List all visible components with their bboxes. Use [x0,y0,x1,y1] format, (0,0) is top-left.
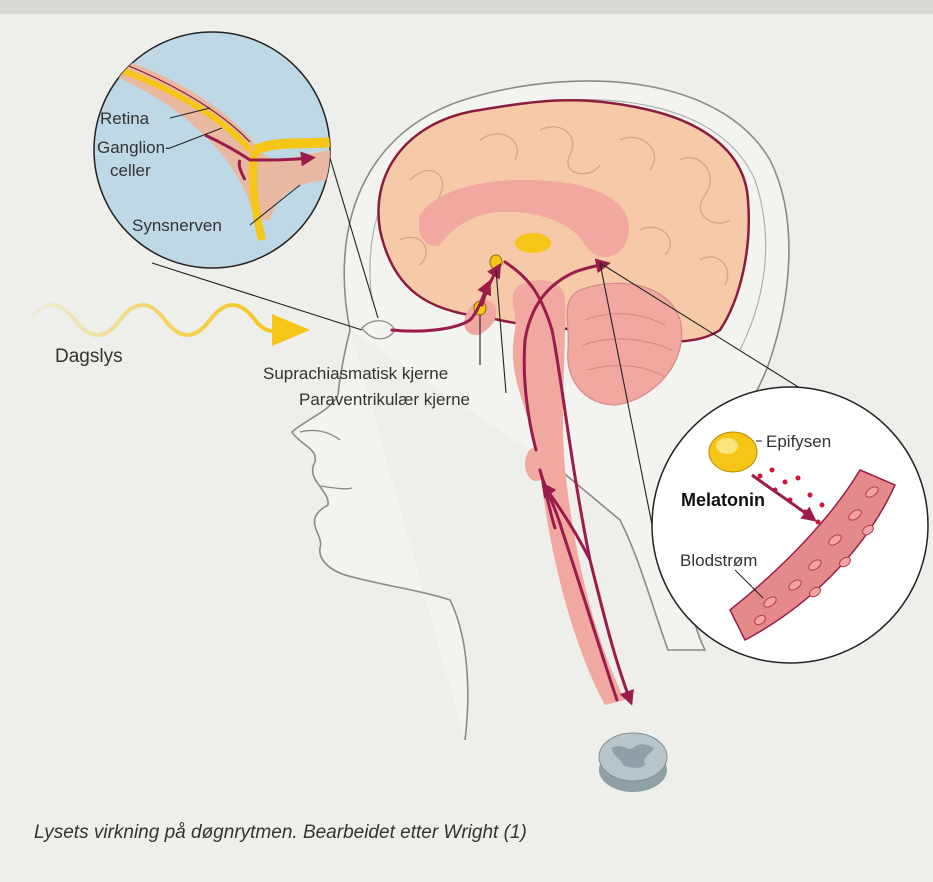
daylight-arrowhead [272,314,310,346]
paraventricular-nucleus [490,255,502,269]
label-ganglion-1: Ganglion- [97,138,171,157]
label-daylight: Dagslys [55,346,123,367]
circadian-diagram: Retina Ganglion- celler Synsnerven Dagsl… [0,14,933,804]
spinal-cord-section [599,733,667,792]
figure-caption: Lysets virkning på døgnrytmen. Bearbeide… [34,822,527,844]
label-retina: Retina [100,109,150,128]
cervical-ganglion [525,447,547,481]
thalamus [515,233,551,253]
label-pineal: Epifysen [766,432,831,451]
daylight-wave [30,305,278,335]
pineal-inset [652,387,928,663]
label-optic-nerve: Synsnerven [132,216,222,235]
label-pvn: Paraventrikulær kjerne [299,390,470,409]
label-ganglion-2: celler [110,161,151,180]
top-bar [0,0,933,14]
label-bloodstream: Blodstrøm [680,551,757,570]
label-scn: Suprachiasmatisk kjerne [263,364,448,383]
label-melatonin: Melatonin [681,490,765,510]
